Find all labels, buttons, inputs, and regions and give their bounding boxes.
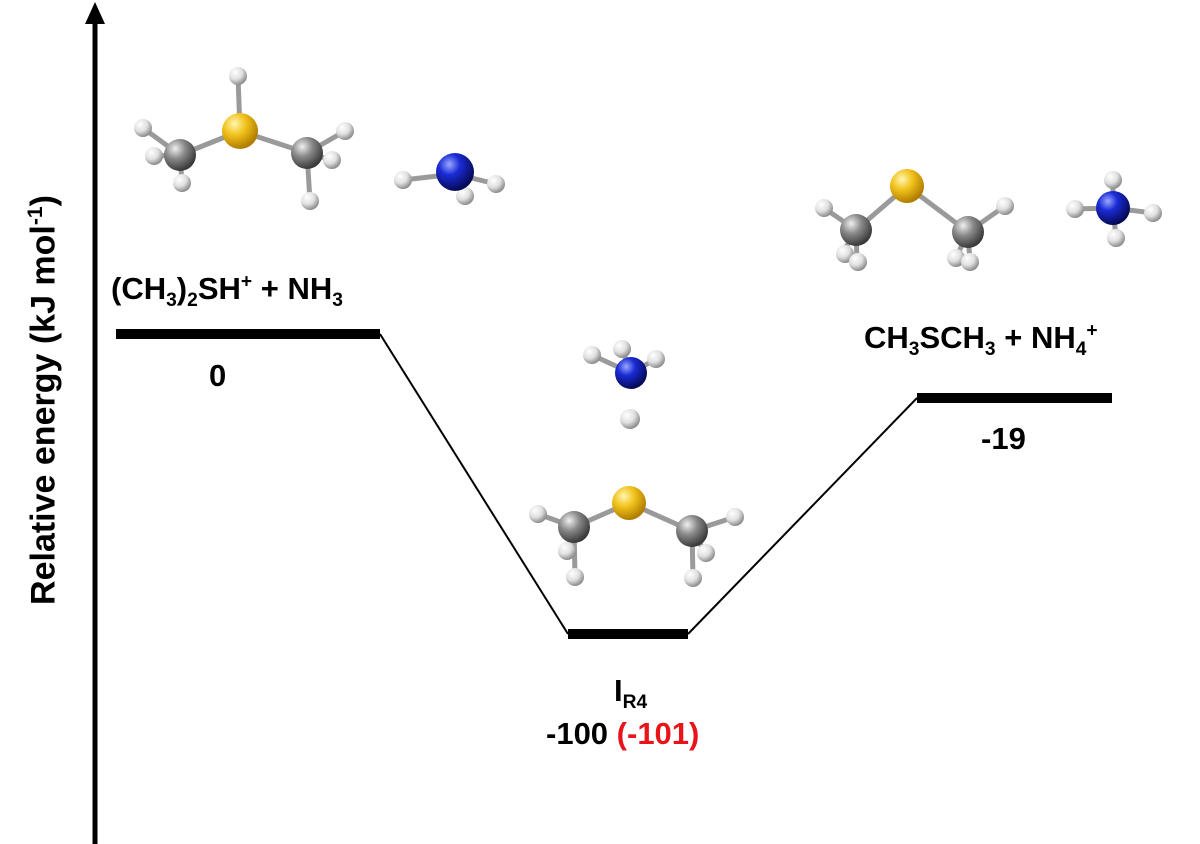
connector-reactants-intermediate <box>379 333 569 635</box>
connector-intermediate-products <box>687 397 918 635</box>
species-label-products: CH3SCH3 + NH4+ <box>864 320 1098 361</box>
molecule-ammonia <box>394 153 505 205</box>
molecule-dimethylsulfonium <box>134 67 354 210</box>
energy-value-products: -19 <box>981 421 1026 456</box>
molecule-intermediate-complex <box>529 340 744 587</box>
energy-value-intermediate-alt: (-101) <box>616 716 700 751</box>
energy-value-reactants: 0 <box>209 358 227 393</box>
molecule-ammonium <box>1066 171 1162 247</box>
y-axis-arrow-icon <box>85 2 105 24</box>
species-label-reactants: (CH3)2SH+ + NH3 <box>111 271 343 312</box>
y-axis-title: Relative energy (kJ mol-1) <box>24 195 63 605</box>
molecule-dimethyl-sulfide-product <box>815 169 1014 271</box>
energy-value-intermediate: -100 (-101) <box>546 716 700 751</box>
species-label-intermediate: IR4 <box>614 673 648 714</box>
y-axis <box>85 2 105 844</box>
